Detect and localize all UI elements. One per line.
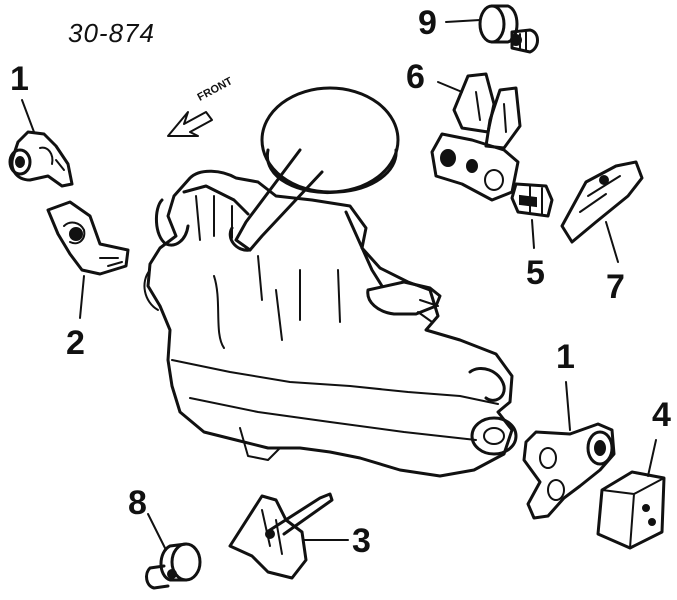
mount-part-3 [228, 492, 349, 580]
front-arrow-icon [167, 111, 213, 137]
mount-part-1-upper [8, 99, 74, 188]
mount-part-4 [596, 439, 666, 550]
engine-assembly [143, 86, 518, 478]
mount-part-5 [510, 182, 554, 249]
mount-part-6 [430, 72, 522, 202]
mount-part-2 [46, 200, 130, 319]
mount-part-9-bushing [445, 4, 539, 54]
callout-6: 6 [406, 58, 425, 96]
mount-part-1-lower [522, 381, 616, 520]
mount-part-7 [560, 160, 644, 263]
callout-9: 9 [418, 4, 437, 42]
callout-3: 3 [352, 522, 371, 560]
callout-4: 4 [652, 396, 671, 434]
callout-1-lower: 1 [556, 338, 575, 376]
callout-8: 8 [128, 484, 147, 522]
callout-5: 5 [526, 254, 545, 292]
mount-part-8-bushing [145, 513, 202, 590]
callout-7: 7 [606, 268, 625, 306]
diagram-code: 30-874 [68, 18, 155, 48]
callout-1-upper: 1 [10, 60, 29, 98]
callout-2: 2 [66, 324, 85, 362]
